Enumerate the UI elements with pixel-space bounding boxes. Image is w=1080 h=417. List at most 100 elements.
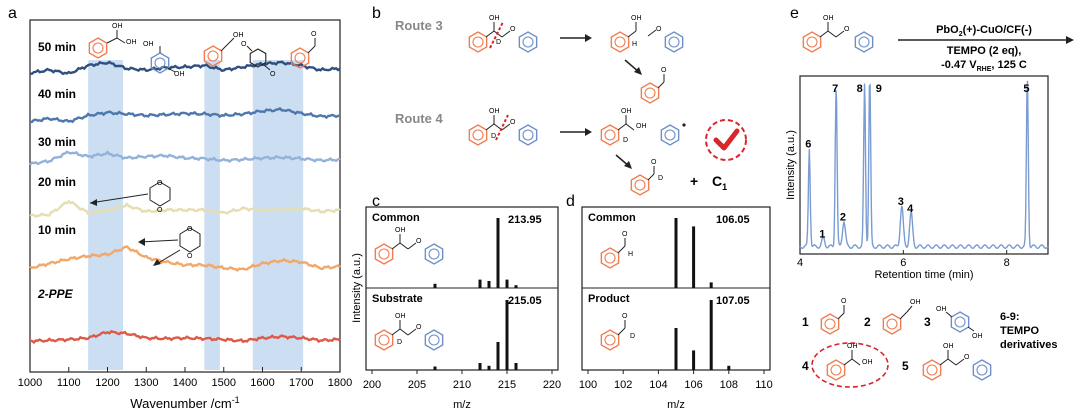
r4-p1-oh2: OH bbox=[636, 123, 647, 130]
d-bar-1-3 bbox=[727, 365, 731, 370]
c-tick-label-0: 200 bbox=[363, 379, 381, 391]
e-peak-label-6: 3 bbox=[898, 196, 904, 208]
d-tick-label-4: 108 bbox=[720, 379, 738, 391]
a-series-label-2: 30 min bbox=[38, 135, 76, 149]
e-peak-label-1: 1 bbox=[819, 229, 825, 241]
panel-c-letter: c bbox=[372, 193, 380, 210]
panel-c-bottom-peak: 215.05 bbox=[508, 295, 542, 307]
e-peak-label-0: 6 bbox=[805, 138, 811, 150]
panel-d-bottom-peak: 107.05 bbox=[716, 295, 750, 307]
c-bar-1-4 bbox=[505, 300, 509, 370]
a-mol-benzoquinone: O O bbox=[241, 41, 276, 78]
a-tick-label-6: 1600 bbox=[250, 377, 274, 389]
c-bar-0-1 bbox=[478, 279, 482, 288]
e-substrate: OH O bbox=[802, 15, 874, 53]
panel-d-bars bbox=[674, 218, 731, 370]
r4-p1-d: D bbox=[623, 137, 628, 144]
panel-c-bottom-label: Substrate bbox=[372, 293, 423, 305]
e-tick-label-0: 4 bbox=[797, 257, 803, 269]
e-peak-label-2: 7 bbox=[832, 83, 838, 95]
legend-tempo-2: TEMPO bbox=[1000, 325, 1040, 337]
d-mol-product-o: O bbox=[622, 313, 628, 320]
r4-sub-d: D bbox=[491, 133, 496, 140]
a-tick-label-2: 1200 bbox=[95, 377, 119, 389]
r4-ald-d: D bbox=[658, 175, 663, 182]
panel-e-frame bbox=[799, 75, 1049, 255]
panel-a-letter: a bbox=[8, 5, 17, 22]
d-mol-common-o: O bbox=[622, 231, 628, 238]
a-tick-label-4: 1400 bbox=[173, 377, 197, 389]
panel-e: e OH O PbO2(+)-CuO/CF(-) TEMPO (2 eq), -… bbox=[785, 5, 1074, 388]
c-bar-0-4 bbox=[505, 279, 509, 288]
d-tick-label-2: 104 bbox=[649, 379, 667, 391]
d-tick-label-0: 100 bbox=[579, 379, 597, 391]
c-tick-label-4: 220 bbox=[543, 379, 561, 391]
r4-ald-o: O bbox=[651, 159, 657, 166]
c-bar-0-5 bbox=[514, 285, 518, 288]
d-mol-product-d: D bbox=[630, 333, 635, 340]
legend-n3: 3 bbox=[924, 315, 931, 329]
panel-b-letter: b bbox=[372, 5, 381, 22]
panel-c-xlabel: m/z bbox=[453, 399, 471, 411]
d-tick-label-5: 110 bbox=[755, 379, 773, 391]
legend-tempo-3: derivatives bbox=[1000, 339, 1057, 351]
leg2-oh: OH bbox=[910, 299, 921, 306]
a-mol-bz-o: O bbox=[311, 31, 317, 38]
panel-b: b Route 3 Route 4 OH D O OH H O bbox=[372, 5, 747, 196]
d-tick-label-1: 102 bbox=[614, 379, 632, 391]
a-mol-diol-oh1: OH bbox=[112, 23, 123, 30]
a-band-2 bbox=[252, 60, 304, 370]
panel-e-xlabel: Retention time (min) bbox=[874, 269, 973, 281]
r3-p1-h: H bbox=[632, 41, 637, 48]
c-mol-substrate: OH D O bbox=[374, 313, 444, 351]
c-mol-common: OH O bbox=[374, 227, 444, 265]
e-sub-oh: OH bbox=[823, 15, 834, 22]
c1-label: C1 bbox=[712, 173, 727, 192]
e-tick-label-1: 6 bbox=[900, 257, 906, 269]
e-condition-3: -0.47 VRHE, 125 C bbox=[941, 59, 1027, 73]
r4-p1-oh: OH bbox=[621, 108, 632, 115]
panel-c-top-peak: 213.95 bbox=[508, 214, 542, 226]
r3-sub-oh: OH bbox=[489, 15, 500, 22]
leg5-o: O bbox=[964, 354, 970, 361]
d-tick-label-3: 106 bbox=[684, 379, 702, 391]
a-mol-benzaldehyde: O bbox=[290, 31, 317, 69]
leg1-o: O bbox=[841, 298, 847, 305]
a-arrow-20 bbox=[89, 193, 149, 204]
a-arrow-10a bbox=[139, 239, 179, 243]
panel-d-x-ticks: 100 102 104 106 108 110 bbox=[579, 370, 773, 391]
e-peak-label-7: 4 bbox=[907, 203, 914, 215]
legend-n2: 2 bbox=[864, 315, 871, 329]
leg3-oh2: OH bbox=[972, 333, 983, 340]
legend-mol-hydroquinone: OH OH bbox=[936, 306, 983, 340]
panel-d-letter: d bbox=[566, 193, 575, 210]
panel-c-ylabel: Intensity (a.u.) bbox=[351, 253, 363, 323]
plus-sign: + bbox=[690, 173, 698, 189]
route3-substrate: OH D O bbox=[468, 15, 538, 53]
e-peak-label-3: 2 bbox=[840, 212, 846, 224]
a-dioxane-20-o2: O bbox=[157, 207, 163, 214]
a-mol-diol-oh2: OH bbox=[126, 39, 137, 46]
c-bar-1-0 bbox=[433, 366, 437, 370]
a-tick-label-7: 1700 bbox=[289, 377, 313, 389]
panel-c-top-label: Common bbox=[372, 212, 420, 224]
a-series-label-3: 20 min bbox=[38, 175, 76, 189]
panel-a-series-lines bbox=[29, 60, 341, 344]
c-bar-1-3 bbox=[496, 342, 500, 370]
c-bar-0-2 bbox=[487, 281, 491, 288]
route4-substrate: OH D O bbox=[468, 108, 538, 146]
r4-sub-o: O bbox=[510, 119, 516, 126]
legend-n4: 4 bbox=[802, 359, 809, 373]
r3-sub-d: D bbox=[496, 39, 501, 46]
panel-a-xlabel: Wavenumber /cm-1 bbox=[130, 395, 239, 411]
c-tick-label-1: 205 bbox=[408, 379, 426, 391]
legend-mol-benzaldehyde: O bbox=[820, 298, 847, 335]
c-tick-label-3: 215 bbox=[498, 379, 516, 391]
c-mol-sub-o: O bbox=[416, 324, 422, 331]
a-series-line-2 bbox=[29, 150, 341, 166]
